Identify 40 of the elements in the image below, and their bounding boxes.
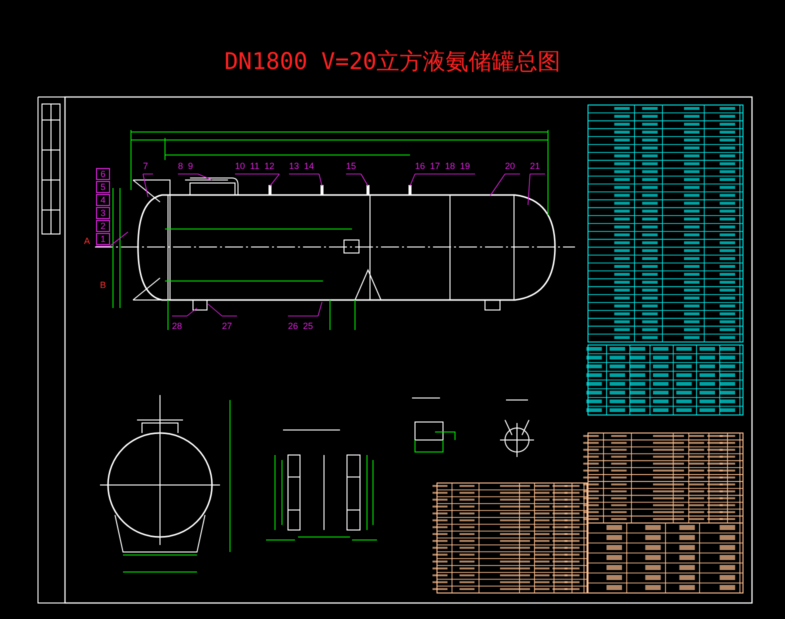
callout-number: 15 (346, 161, 356, 171)
leader-line (234, 174, 280, 186)
callout-number: 4 (96, 194, 110, 206)
leader-line (172, 308, 198, 316)
leader-line (528, 174, 546, 206)
callout-number: 6 (96, 168, 110, 180)
callout-number: 9 (188, 161, 194, 171)
leader-line (96, 232, 128, 246)
drawing-title: DN1800 V=20立方液氨储罐总图 (223, 48, 562, 77)
callout-number: 2 (96, 220, 110, 232)
callout-number: 26 (288, 321, 298, 331)
callout-number: 18 (445, 161, 456, 171)
callout-number: 8 (178, 161, 184, 171)
leader-line (490, 174, 520, 196)
callout-number: 12 (264, 161, 274, 171)
leader-line (288, 174, 322, 186)
callout-number: 20 (505, 161, 516, 171)
callout-number: 3 (96, 207, 110, 219)
callout-number: 5 (96, 181, 110, 193)
callout-number: 16 (415, 161, 426, 171)
leader-line (346, 174, 368, 186)
leader-line (142, 174, 154, 198)
callout-number: 11 (250, 161, 260, 171)
leader-line (208, 304, 238, 316)
section-mark: B (100, 280, 106, 290)
callout-number: 21 (530, 161, 540, 171)
leader-line (410, 174, 476, 186)
leader-line (178, 174, 212, 180)
callout-number: 17 (430, 161, 440, 171)
callout-number: 19 (460, 161, 470, 171)
callout-number: 14 (304, 161, 314, 171)
callout-number: 25 (303, 321, 314, 331)
callout-number: 7 (143, 161, 148, 171)
callout-number: 10 (235, 161, 246, 171)
callout-number: 28 (172, 321, 182, 331)
section-mark: A (84, 236, 90, 246)
callout-number: 13 (289, 161, 300, 171)
callout-number: 1 (96, 233, 110, 245)
callout-number: 27 (222, 321, 232, 331)
leader-line (288, 302, 322, 316)
